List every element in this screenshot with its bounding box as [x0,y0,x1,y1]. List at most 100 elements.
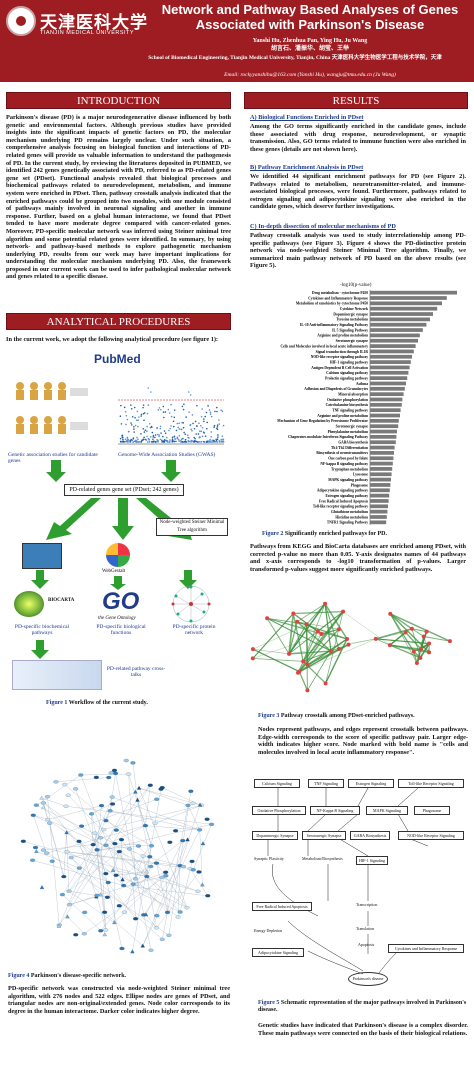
gwas-point [168,429,170,432]
network-edge [104,912,143,946]
biochem-pathway-image [14,591,44,617]
node-mapk: MAPK Signaling [366,806,408,815]
pdset-gene-node [135,844,141,848]
pdset-gene-node [126,772,132,776]
extended-gene-node [39,885,45,890]
gwas-point [205,411,208,414]
gwas-point [123,406,126,409]
pd-bio-label: PD-specific biological functions [96,624,146,636]
network-edge [136,856,150,885]
pdset-gene-node [177,910,183,914]
gwas-point [172,425,175,428]
network-edge [193,824,212,870]
network-edge [96,895,106,930]
pdset-gene-node [204,817,210,821]
pdset-gene-node [148,948,154,952]
gwas-point [157,441,159,443]
gwas-point [167,408,170,411]
pdset-gene-node [103,819,109,823]
gwas-point [188,440,191,443]
pdset-gene-node [159,875,165,879]
gwas-point [132,437,135,439]
network-edge [105,820,152,846]
node-metab: Metabolism/Biosynthesis [302,856,343,861]
pathway-node [427,641,432,646]
pdset-gene-node [45,795,51,799]
gwas-point [218,439,221,442]
gwas-point [151,431,154,434]
network-edge [36,851,80,869]
gwas-point [221,410,224,413]
gwas-point [147,404,150,406]
results-c-title: C) In-depth dissection of molecular mech… [250,223,396,230]
bar [370,365,410,370]
gwas-point [171,439,174,442]
gwas-point [205,441,208,443]
pubmed-logo: PubMed [94,352,141,366]
bar [370,493,390,498]
gwas-point [136,410,139,413]
network-edge [103,805,202,830]
gwas-point [171,438,174,441]
gwas-point [184,438,187,441]
network-edge [43,807,124,886]
bar [370,290,457,295]
pdset-gene-node [101,827,107,832]
figure-3-caption: Figure 3 Pathway crosstalk among PDset-e… [258,713,468,720]
crosstalk-label: PD-related pathway cross-talks [106,666,166,678]
pdset-gene-node [78,773,84,777]
gwas-point [137,438,139,441]
network-edge [96,845,139,850]
gwas-point [203,432,206,434]
gwas-point [142,404,145,406]
network-edge [142,829,200,946]
figure-4-label: Figure 4 [8,973,30,979]
bar-label: Metabolism of xenobiotics by cytochrome … [296,302,368,306]
bar-label: Cytokines and Inflammatory Response [308,296,368,300]
network-edge [133,872,166,885]
conclusion-text: Genetic studies have indicated that Park… [258,1022,468,1037]
extended-gene-node [185,837,190,842]
pdset-gene-node [113,828,119,832]
bar [370,451,394,455]
pdset-gene-node [130,882,136,886]
crosstalk-edge [288,613,295,654]
bar-label: Drug metabolism - cytochrome P450 [312,291,368,295]
pdset-gene-node [188,789,194,793]
bar-label: Mechanism of Gene Regulation by Peroxiso… [277,419,368,423]
gwas-point [182,426,185,429]
network-edge [58,785,151,927]
gwas-point [158,407,161,409]
node-nfkb: NF-Kappa B Signaling [310,806,360,815]
gwas-point [171,441,174,443]
gwas-point [209,441,212,443]
pdset-gene-node [44,851,50,855]
bar-label: Dopaminergic synapse [333,312,368,316]
network-edge [138,787,188,908]
gwas-point [130,424,133,426]
pathway-node [345,637,350,642]
bar-label: IL-10 Anti-inflammatory Signaling Pathwa… [300,323,368,327]
pathway-node [411,649,416,654]
geneset-box: PD-related genes gene set (PDset; 242 ge… [64,484,184,496]
gwas-point [197,432,200,435]
gwas-point [213,440,216,442]
gwas-point [193,427,196,430]
pathway-node [421,634,426,639]
gwas-point [208,440,211,443]
node-tnf: TNF Signaling [308,779,344,788]
gwas-point [172,420,175,423]
gwas-point [200,425,202,427]
gwas-point [163,430,166,432]
gwas-point [159,427,162,430]
gwas-point [178,422,180,425]
gwas-point [148,422,151,425]
bar [370,354,412,359]
pdset-gene-node [90,843,96,847]
pdset-gene-node [98,836,104,840]
pdset-gene-node [159,937,165,941]
crosstalk-edge [307,638,348,666]
gwas-point [154,441,157,443]
network-edge [91,813,94,845]
extended-gene-node [130,949,135,954]
